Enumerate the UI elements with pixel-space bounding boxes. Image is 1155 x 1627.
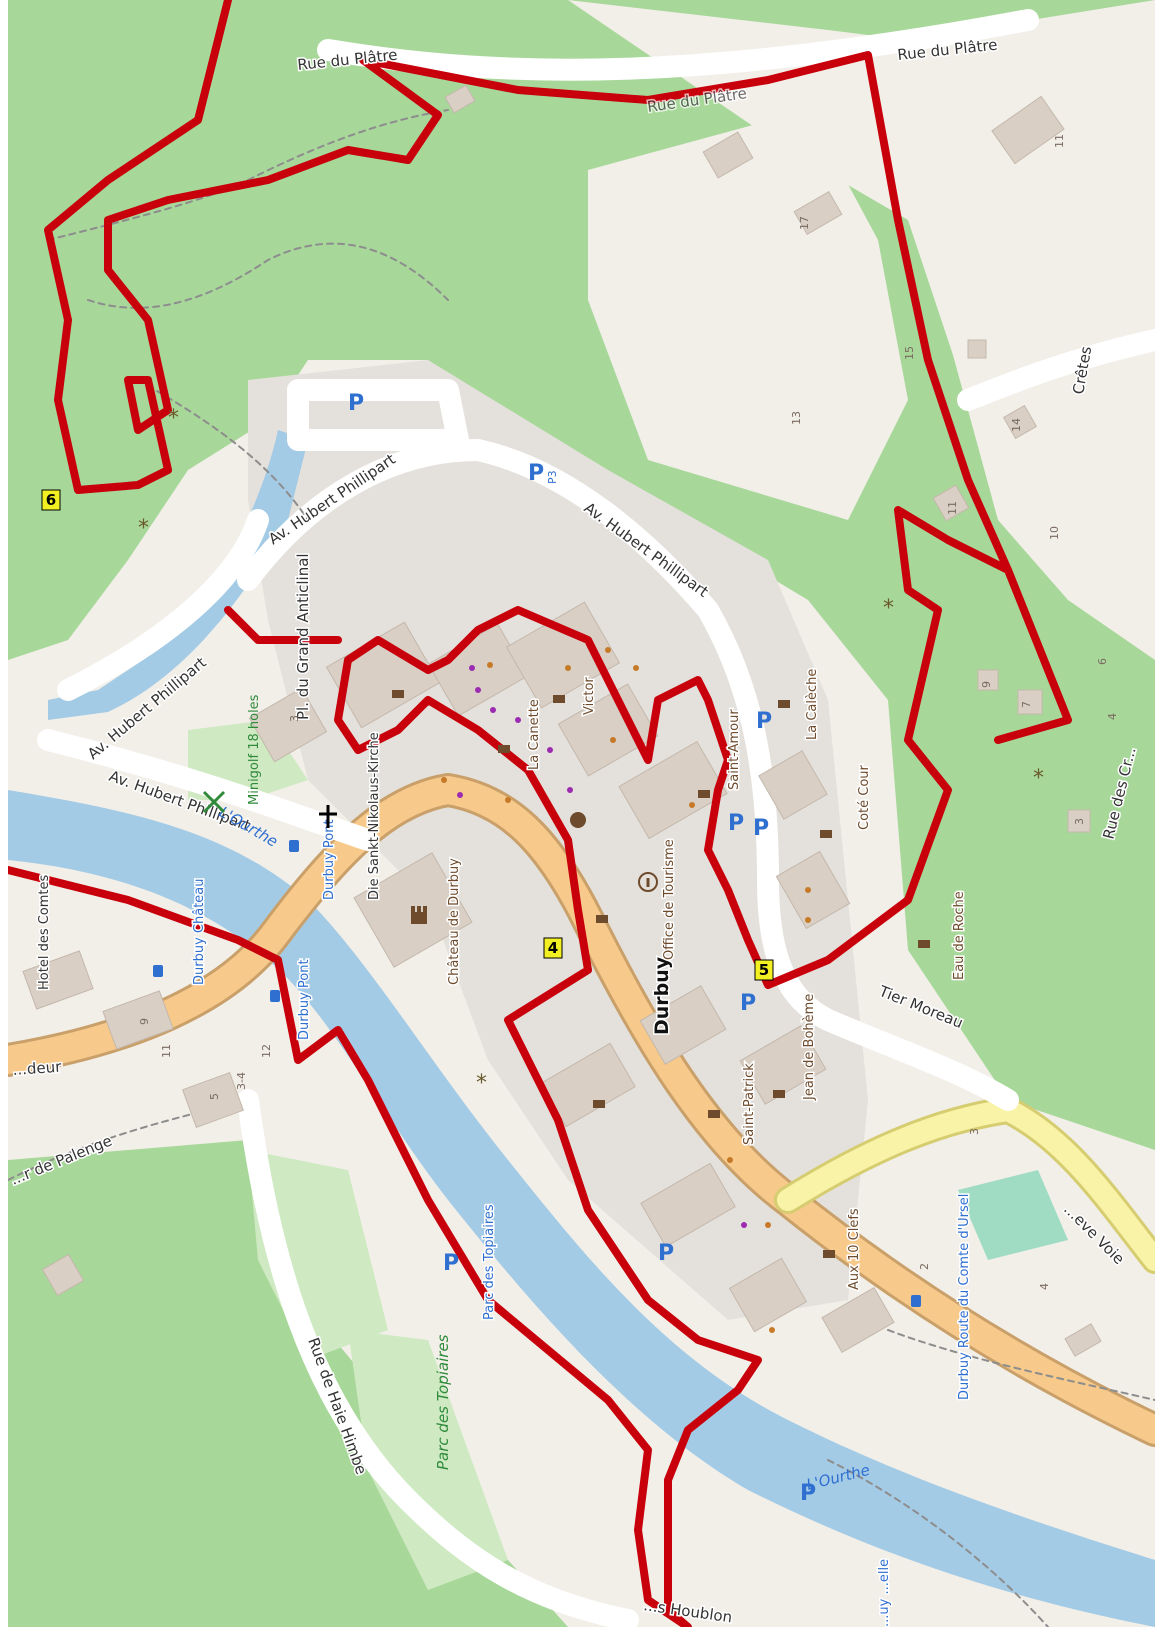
svg-text:*: * [476, 1071, 487, 1096]
label-bus-durbuy-pont-2: Durbuy Pont [297, 959, 312, 1040]
label-bus-route-comte: Durbuy Route du Comte d'Ursel [957, 1194, 972, 1400]
map-canvas[interactable]: 4 5 6 Rue du Plâtre Rue du Plâtre Rue du… [8, 0, 1155, 1627]
label-la-caleche: La Calèche [805, 669, 820, 740]
route-marker-4[interactable]: 4 [543, 937, 563, 959]
parking-sign: P [658, 1241, 674, 1266]
label-chateau: Château de Durbuy [447, 858, 462, 985]
museum-icon [570, 812, 586, 828]
house-number: 9 [138, 1018, 151, 1025]
svg-text:*: * [168, 406, 179, 431]
marker-5-label: 5 [759, 961, 769, 979]
label-saint-patrick: Saint-Patrick [742, 1063, 757, 1145]
route-marker-6[interactable]: 6 [41, 489, 61, 511]
label-eau-de-roche: Eau de Roche [952, 891, 967, 980]
label-deur: ...deur [12, 1058, 63, 1079]
svg-text:*: * [883, 596, 894, 621]
house-number: 4 [1038, 1283, 1051, 1290]
parking-sign: P [740, 991, 756, 1016]
house-number: 12 [260, 1044, 273, 1058]
hotel-icons [392, 690, 930, 1258]
label-pl-grand-anticlinal: Pl. du Grand Anticlinal [294, 553, 312, 720]
label-bus-durbuy-chateau: Durbuy Château [192, 879, 207, 986]
marker-4-box [543, 937, 563, 959]
label-bus-durbuy-pont-1: Durbuy Pont [322, 819, 337, 900]
marker-5-box [754, 959, 774, 981]
label-la-canette: La Canette [527, 699, 542, 770]
label-aux-10-clefs: Aux 10 Clefs [847, 1208, 862, 1290]
poi-dots [441, 647, 811, 1333]
label-kirche: Die Sankt-Nikolaus-Kirche [367, 732, 382, 900]
house-number: 11 [1053, 134, 1066, 148]
parking-sign: P [753, 816, 769, 841]
house-numbers: 11 17 15 13 14 11 10 9 7 6 4 3 3 9 11 12… [138, 134, 1119, 1290]
house-number: 4 [1106, 713, 1119, 720]
hiking-route [8, 0, 1072, 1627]
label-durbuy: Durbuy [651, 956, 673, 1035]
marker-6-label: 6 [46, 491, 56, 509]
house-number: 9 [980, 681, 993, 688]
house-number: 15 [903, 346, 916, 360]
label-victor: Victor [582, 677, 597, 715]
castle-icon [411, 906, 427, 924]
label-parc-topiaires-parking: Parc des Topiaires [482, 1204, 497, 1320]
house-number: 11 [160, 1044, 173, 1058]
parking-sign: P [528, 461, 544, 486]
house-number: 7 [1020, 701, 1033, 708]
svg-text:*: * [138, 516, 149, 541]
label-minigolf: Minigolf 18 holes [247, 694, 262, 805]
house-number: 3 [288, 715, 301, 722]
parking-p3-label: P3 [546, 470, 559, 484]
house-number: 3-4 [235, 1072, 248, 1090]
label-cote-cour: Coté Cour [857, 764, 872, 830]
svg-text:*: * [1033, 766, 1044, 791]
church-icon [319, 805, 337, 828]
minigolf-icon [202, 790, 226, 814]
house-number: 10 [1048, 526, 1061, 540]
shop-dots [457, 665, 747, 1228]
parking-sign: P [348, 391, 364, 416]
bus-stop-icons [153, 840, 921, 1307]
marker-6-box [41, 489, 61, 511]
mill-channel [48, 430, 308, 720]
label-office-tourisme: Office de Tourisme [662, 839, 677, 960]
label-saint-amour: Saint-Amour [727, 709, 742, 790]
parking-sign: P [800, 1481, 816, 1506]
house-number: 6 [1096, 658, 1109, 665]
parking-sign: P [756, 709, 772, 734]
marker-4-label: 4 [548, 939, 558, 957]
house-number: 3 [1073, 818, 1086, 825]
label-jean-de-boheme: Jean de Bohème [802, 994, 817, 1101]
house-number: 13 [790, 411, 803, 425]
route-marker-5[interactable]: 5 [754, 959, 774, 981]
road-network [8, 9, 1155, 1627]
house-number: 2 [918, 1263, 931, 1270]
viewpoint-icon: * * * * * [138, 406, 1044, 1096]
house-number: 14 [1010, 418, 1023, 432]
house-number: 3 [968, 1128, 981, 1135]
house-number: 11 [946, 501, 959, 515]
info-icon [638, 872, 658, 892]
river-ourthe [8, 790, 1155, 1627]
house-number: 17 [798, 216, 811, 230]
label-parc-topiaires-park: Parc des Topiaires [434, 1334, 452, 1470]
house-number: 5 [208, 1093, 221, 1100]
label-bus-partial: ...uy ...elle [877, 1559, 892, 1627]
parking-sign: P [443, 1251, 459, 1276]
parking-sign: P [728, 811, 744, 836]
label-hotel-des-comtes: Hotel des Comtes [37, 874, 52, 990]
